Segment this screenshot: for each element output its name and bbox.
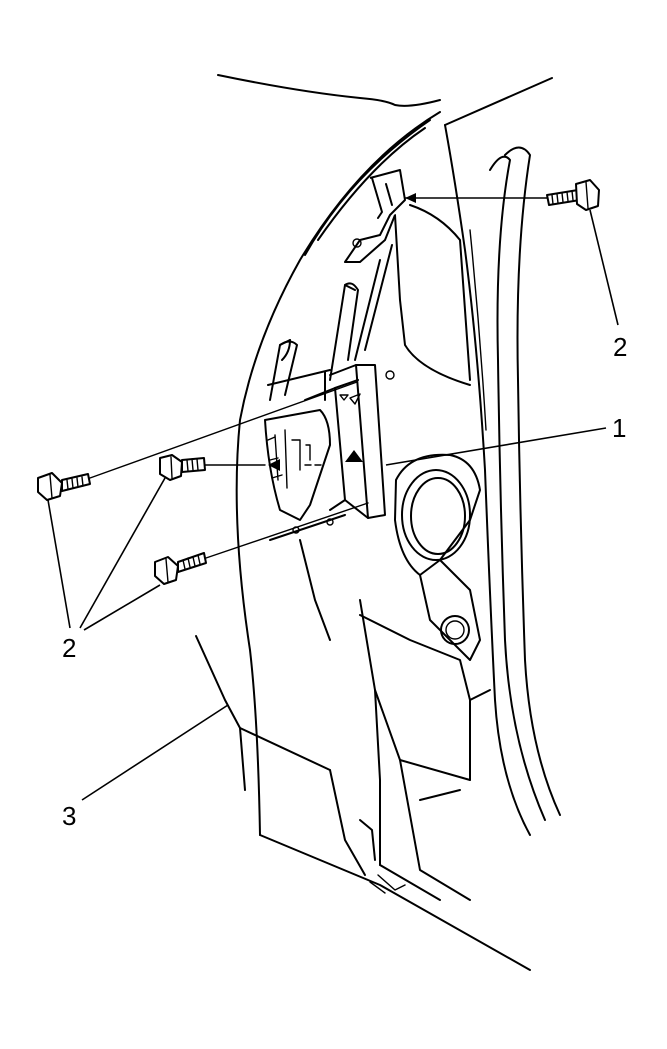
callout-bracket: 1 [612,413,626,443]
callout-bolt-upper: 2 [613,332,627,362]
round-access-hole [394,453,481,661]
callout-bolts-lower: 2 [62,633,76,663]
upper-bracket-tab [344,169,406,263]
door-opening-contours [444,77,561,836]
body-panel-outline [195,74,531,971]
lower-bolts [37,381,369,585]
mounting-bracket [264,364,395,541]
callout-panel: 3 [62,801,76,831]
upper-bolt [404,179,600,211]
leader-lines [47,209,619,801]
inner-structure [239,204,491,901]
